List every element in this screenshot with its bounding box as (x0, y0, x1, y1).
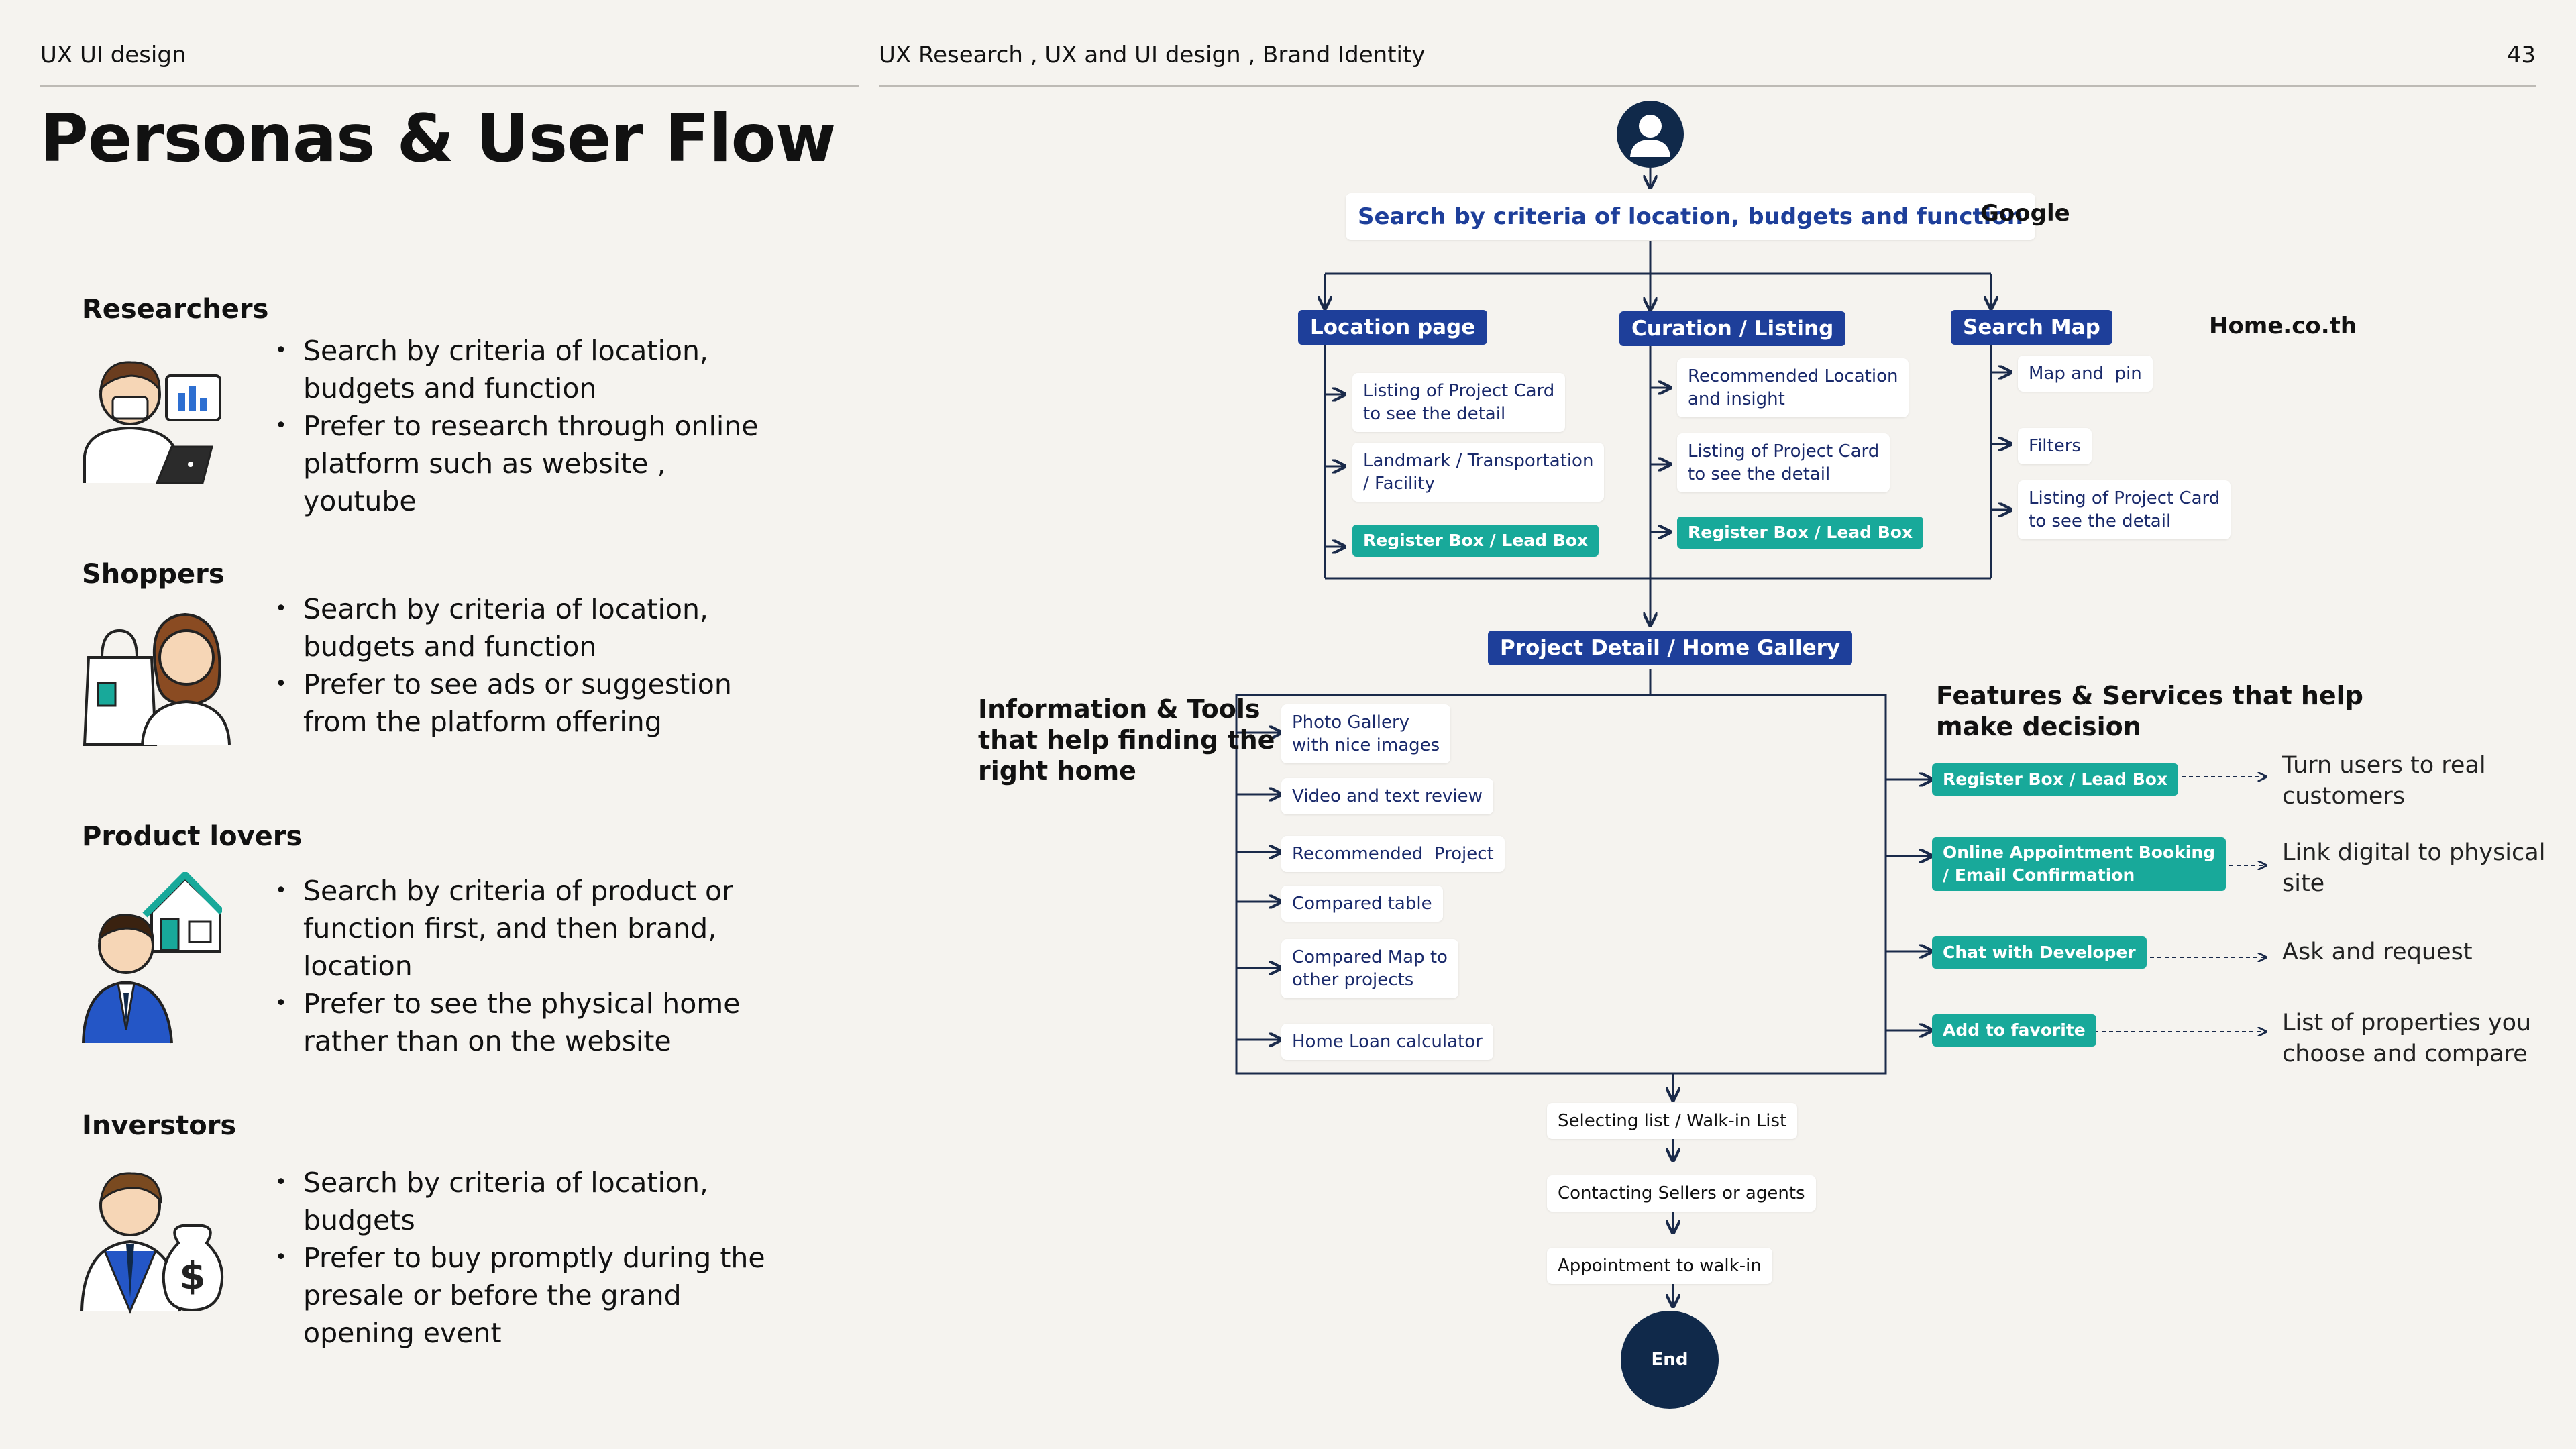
info-item-photo-gallery: Photo Gallery with nice images (1281, 704, 1451, 763)
step-contacting-sellers: Contacting Sellers or agents (1547, 1175, 1816, 1212)
svg-text:$: $ (180, 1254, 206, 1298)
curation-item-project-card: Listing of Project Card to see the detai… (1677, 433, 1890, 492)
page-title: Personas & User Flow (40, 101, 836, 177)
feature-add-favorite: Add to favorite (1932, 1014, 2096, 1046)
info-tools-label: Information & Tools that help finding th… (978, 694, 1275, 786)
header-left: UX UI design (40, 42, 186, 68)
persona-name-product-lovers: Product lovers (82, 821, 303, 852)
step-selecting-list: Selecting list / Walk-in List (1547, 1103, 1798, 1139)
home-co-th-label: Home.co.th (2209, 313, 2357, 339)
info-item-compared-map: Compared Map to other projects (1281, 939, 1458, 998)
user-icon (1617, 101, 1684, 168)
top-search-node: Search by criteria of location, budgets … (1346, 193, 2035, 240)
bullet-item: Prefer to see ads or suggestion from the… (275, 665, 785, 741)
feature-note-favorite: List of properties you choose and compar… (2282, 1010, 2532, 1067)
feature-online-booking: Online Appointment Booking / Email Confi… (1932, 837, 2226, 891)
bullet-item: Prefer to see the physical home rather t… (275, 985, 785, 1060)
product-lover-avatar-icon (78, 872, 222, 1046)
header-divider-left (40, 85, 859, 87)
persona-bullets-researchers: Search by criteria of location, budgets … (275, 332, 785, 520)
persona-name-investors: Inverstors (82, 1110, 237, 1141)
shopper-avatar-icon (78, 604, 232, 748)
map-item-project-card: Listing of Project Card to see the detai… (2018, 480, 2231, 539)
location-item-landmark: Landmark / Transportation / Facility (1352, 443, 1605, 502)
info-item-home-loan: Home Loan calculator (1281, 1024, 1493, 1060)
feature-note-booking: Link digital to physical site (2282, 839, 2546, 897)
researcher-avatar-icon (78, 342, 222, 486)
bullet-item: Prefer to research through online platfo… (275, 407, 785, 520)
map-item-filters: Filters (2018, 428, 2092, 464)
persona-name-shoppers: Shoppers (82, 559, 225, 590)
features-label: Features & Services that help make decis… (1936, 681, 2363, 741)
map-item-pin: Map and pin (2018, 356, 2153, 392)
info-item-video-review: Video and text review (1281, 778, 1493, 814)
curation-listing-node: Curation / Listing (1619, 311, 1846, 346)
location-register-box: Register Box / Lead Box (1352, 525, 1599, 557)
google-label: Google (1980, 200, 2070, 227)
search-map-node: Search Map (1951, 310, 2112, 345)
project-detail-node: Project Detail / Home Gallery (1488, 631, 1853, 665)
info-item-recommended-project: Recommended Project (1281, 836, 1505, 872)
persona-bullets-investors: Search by criteria of location, budgets … (275, 1164, 785, 1352)
persona-bullets-shoppers: Search by criteria of location, budgets … (275, 590, 785, 741)
bullet-item: Search by criteria of product or functio… (275, 872, 785, 985)
curation-register-box: Register Box / Lead Box (1677, 517, 1924, 549)
step-appointment: Appointment to walk-in (1547, 1248, 1772, 1284)
curation-item-recommended: Recommended Location and insight (1677, 358, 1909, 417)
bullet-item: Search by criteria of location, budgets … (275, 332, 785, 407)
feature-note-register: Turn users to real customers (2282, 752, 2486, 810)
header-center: UX Research , UX and UI design , Brand I… (879, 42, 1426, 68)
info-item-compared-table: Compared table (1281, 885, 1443, 922)
feature-note-chat: Ask and request (2282, 938, 2473, 965)
location-item-project-card: Listing of Project Card to see the detai… (1352, 373, 1566, 432)
feature-chat-developer: Chat with Developer (1932, 936, 2147, 969)
investor-avatar-icon: $ (78, 1164, 232, 1315)
bullet-item: Search by criteria of location, budgets (275, 1164, 785, 1239)
persona-name-researchers: Researchers (82, 294, 269, 325)
header-divider-right (879, 85, 2536, 87)
bullet-item: Prefer to buy promptly during the presal… (275, 1239, 785, 1352)
persona-bullets-product-lovers: Search by criteria of product or functio… (275, 872, 785, 1060)
page-number: 43 (2506, 42, 2536, 68)
feature-register-box: Register Box / Lead Box (1932, 763, 2179, 796)
bullet-item: Search by criteria of location, budgets … (275, 590, 785, 665)
location-page-node: Location page (1298, 310, 1488, 345)
end-node: End (1621, 1311, 1719, 1409)
